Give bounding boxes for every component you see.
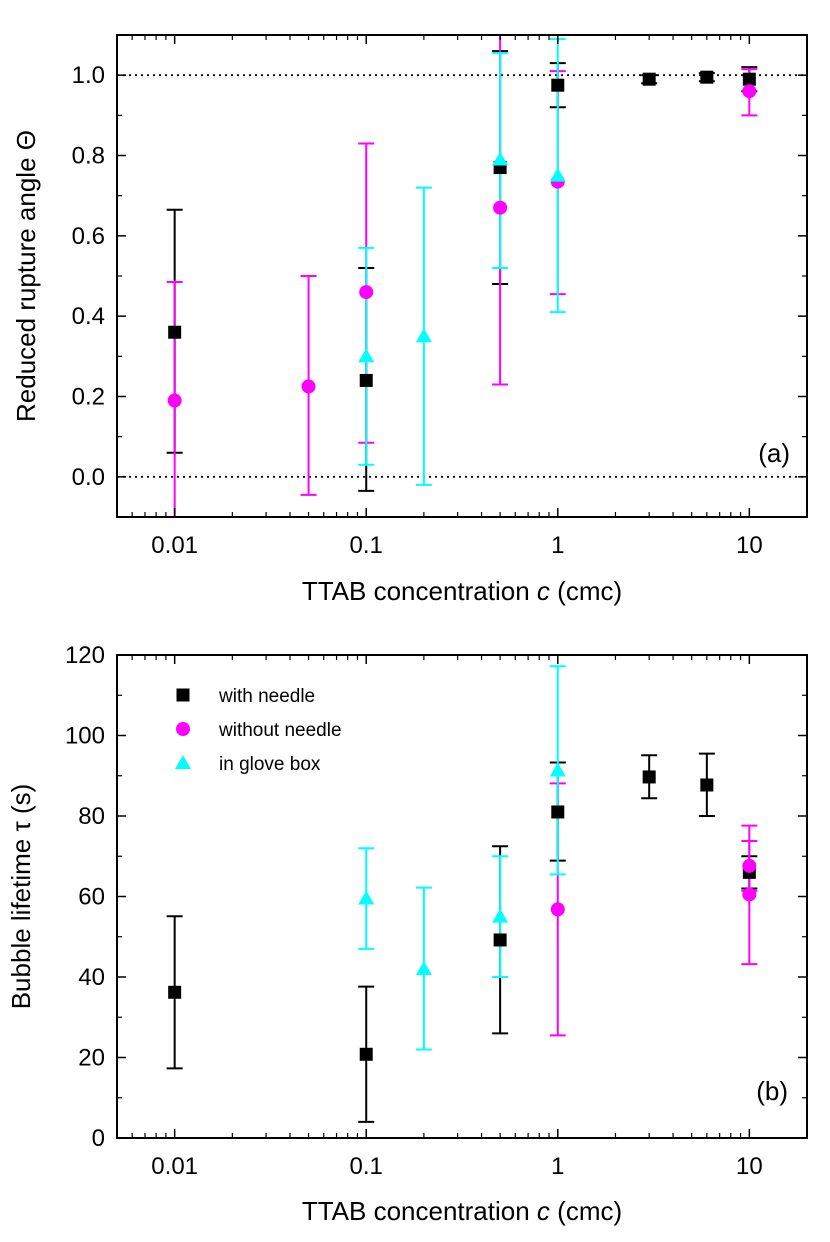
panel-a-y-tick-label: 0.4 [72, 303, 105, 330]
panel-a-label: (a) [758, 438, 790, 468]
legend-item-with-needle: with needle [176, 686, 315, 707]
panel-a-x-tick-label: 1 [551, 532, 564, 559]
panel-b-x-title-unit: (cmc) [557, 1196, 622, 1226]
panel-a-x-title-unit: (cmc) [557, 576, 622, 606]
panel-a-marks [117, 35, 807, 517]
panel-b-x-tick-label: 1 [551, 1153, 564, 1180]
panel-b-with-needle-point [700, 778, 714, 792]
panel-a-with-needle-point [551, 78, 565, 92]
panel-b-y-tick-label: 80 [78, 803, 105, 830]
panel-b-with-needle-point [551, 805, 565, 819]
panel-b-y-tick-label: 100 [65, 723, 105, 750]
panel-a-without-needle-point [359, 285, 374, 300]
panel-b-y-tick-label: 40 [78, 964, 105, 991]
panel-a-without-needle-point [167, 393, 182, 408]
panel-b-with-needle-point [493, 933, 507, 947]
panel-a-without-needle-point [493, 200, 508, 215]
panel-a-x-title-text: TTAB concentration [302, 576, 530, 606]
panel-a-plot-frame [116, 34, 808, 518]
panel-a-without-needle-point [742, 84, 757, 99]
panel-b-with-needle-point [168, 985, 182, 999]
panel-b-x-tick-label: 0.01 [151, 1153, 198, 1180]
panel-a-in-glove-box-point [415, 328, 432, 343]
panel-b-y-tick-label: 20 [78, 1045, 105, 1072]
panel-a-rupture-angle-chart: 0.01 0.1 1 10 0.0 0.2 0.4 0.6 0.8 1.0 (a) TTAB co… [11, 34, 808, 606]
panel-b-without-needle-point [742, 858, 757, 873]
panel-a-x-tick-label: 10 [736, 532, 763, 559]
panel-a-y-axis-title: Reduced rupture angle Θ [11, 130, 41, 422]
panel-b-y-axis-title: Bubble lifetime τ (s) [6, 784, 36, 1010]
panel-b-label: (b) [756, 1076, 788, 1106]
legend-marker-in-glove-box [175, 755, 191, 769]
panel-b-with-needle-point [359, 1047, 373, 1061]
panel-b-with-needle-point [642, 770, 656, 784]
panel-a-x-tick-label: 0.1 [350, 532, 383, 559]
panel-a-without-needle-point [301, 379, 316, 394]
panel-b-y-tick-label: 0 [92, 1125, 105, 1152]
panel-a-in-glove-box-point [549, 167, 566, 182]
legend-label-with-needle: with needle [218, 686, 315, 707]
panel-a-with-needle-point [642, 72, 656, 86]
panel-b-in-glove-box-point [358, 890, 375, 905]
panel-a-x-tick-label: 0.01 [151, 532, 198, 559]
panel-b-in-glove-box-point [549, 762, 566, 777]
legend-label-in-glove-box: in glove box [219, 754, 321, 775]
legend-item-in-glove-box: in glove box [175, 754, 321, 775]
panel-b-x-title-text: TTAB concentration [302, 1196, 530, 1226]
panel-b-y-tick-label: 60 [78, 884, 105, 911]
panel-b-y-tick-label: 120 [65, 642, 105, 669]
legend-label-without-needle: without needle [218, 720, 342, 741]
panel-a-x-axis-title: TTAB concentration c (cmc) [302, 576, 622, 606]
panel-b-x-tick-label: 10 [736, 1153, 763, 1180]
panel-a-y-tick-label: 0.8 [72, 143, 105, 170]
panel-a-with-needle-point [168, 325, 182, 339]
panel-a-in-glove-box-point [358, 348, 375, 363]
panel-a-with-needle-point [700, 70, 714, 84]
panel-b-x-tick-label: 0.1 [350, 1153, 383, 1180]
panel-a-y-tick-label: 0.6 [72, 223, 105, 250]
panel-a-in-glove-box-point [492, 151, 509, 166]
legend-marker-with-needle [176, 688, 190, 702]
legend-marker-without-needle [176, 722, 190, 736]
panel-b-in-glove-box-point [492, 908, 509, 923]
panel-b-in-glove-box-point [415, 960, 432, 975]
panel-a-ticks: 0.01 0.1 1 10 0.0 0.2 0.4 0.6 0.8 1.0 [72, 34, 808, 559]
panel-b-x-title-variable: c [537, 1196, 550, 1226]
panel-a-y-tick-label: 0.2 [72, 384, 105, 411]
panel-b-marks [166, 665, 758, 1123]
legend-item-without-needle: without needle [176, 720, 342, 741]
panel-a-y-tick-label: 0.0 [72, 464, 105, 491]
panel-a-x-title-variable: c [537, 576, 550, 606]
panel-b-x-axis-title: TTAB concentration c (cmc) [302, 1196, 622, 1226]
panel-b-without-needle-point [742, 887, 757, 902]
panel-a-with-needle-point [742, 72, 756, 86]
panel-b-legend: with needle without needle in glove box [175, 686, 342, 775]
panel-a-with-needle-point [359, 373, 373, 387]
panel-a-y-tick-label: 1.0 [72, 62, 105, 89]
panel-b-without-needle-point [550, 902, 565, 917]
